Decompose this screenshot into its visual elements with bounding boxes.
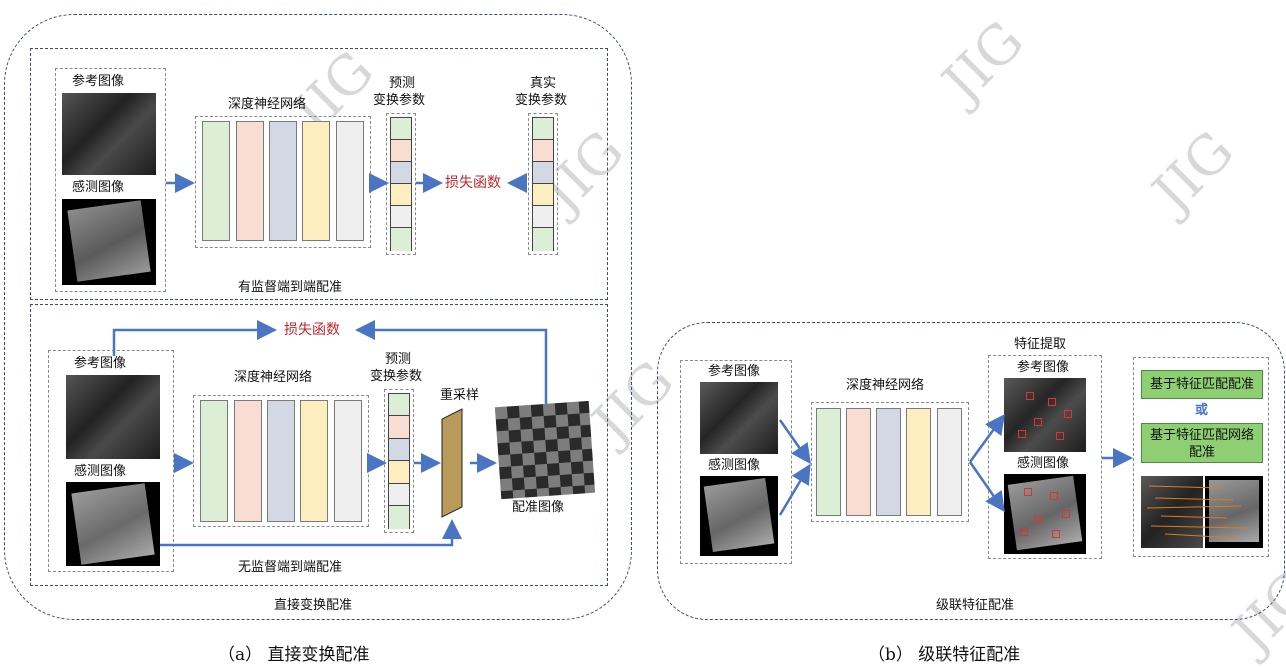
flow-arrows [0,0,1286,667]
